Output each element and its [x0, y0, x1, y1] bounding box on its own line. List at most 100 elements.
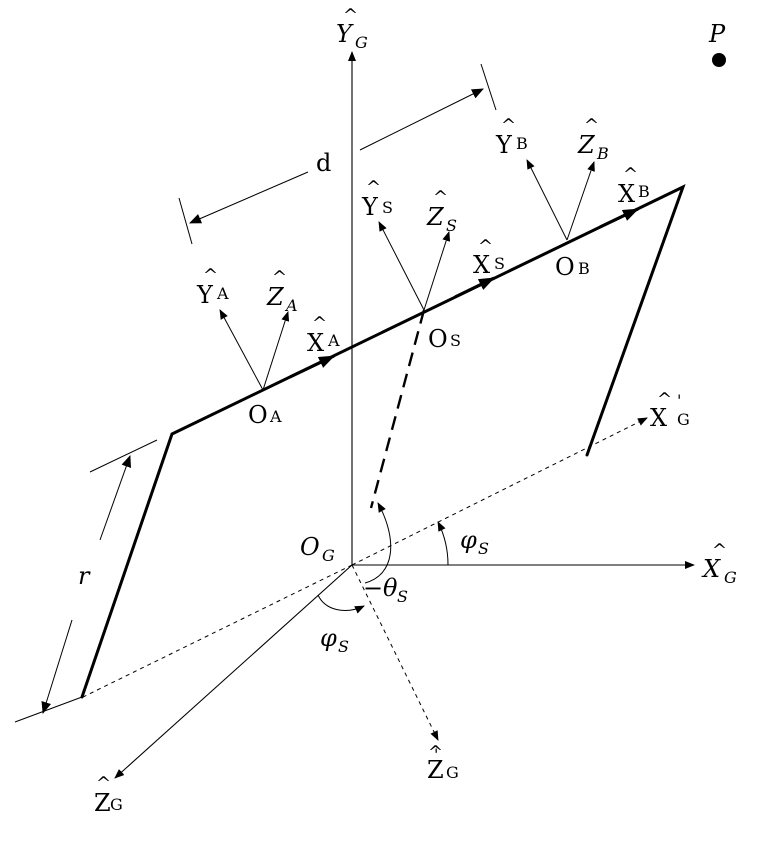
svg-text:': ': [434, 745, 438, 764]
frame-outline: [80, 184, 686, 699]
label-y-s: ^ Y S: [361, 177, 393, 221]
x-g-prime-axis: [351, 417, 648, 566]
svg-text:^: ^: [366, 177, 381, 198]
svg-text:A: A: [269, 407, 282, 426]
svg-text:^: ^: [428, 742, 443, 763]
phi-s-upper-arc: [437, 521, 449, 566]
x-g-prime-extension: [80, 564, 353, 699]
svg-text:^: ^: [478, 236, 493, 257]
svg-text:−: −: [363, 574, 383, 602]
svg-text:S: S: [382, 198, 393, 217]
svg-text:G: G: [322, 546, 335, 565]
label-z-g-prime: ^ Z ' G: [427, 742, 459, 784]
d-dim-left: [189, 171, 309, 224]
svg-text:^: ^: [584, 115, 599, 136]
theta-s-arc: [364, 502, 392, 584]
xa-arrow: [289, 354, 335, 379]
y-a-arrow: [219, 309, 264, 391]
svg-text:S: S: [338, 637, 349, 656]
z-b-arrow: [566, 161, 595, 241]
center-dashed-leg: [369, 309, 426, 509]
svg-text:S: S: [397, 587, 408, 606]
svg-text:Y: Y: [495, 131, 513, 159]
svg-text:Y: Y: [196, 281, 214, 309]
svg-text:^: ^: [96, 773, 111, 794]
z-g-axis: [114, 564, 353, 779]
svg-text:φ: φ: [460, 526, 477, 554]
label-z-b: ^ Z B: [577, 115, 609, 163]
z-s-arrow: [423, 231, 451, 311]
svg-text:X: X: [650, 404, 667, 432]
label-theta-s: − θ S: [363, 574, 408, 606]
svg-text:Z: Z: [94, 789, 111, 817]
label-x-a: ^ X A: [307, 313, 340, 357]
svg-text:^: ^: [272, 267, 287, 288]
svg-text:φ: φ: [320, 624, 337, 652]
svg-text:^: ^: [433, 187, 448, 208]
svg-text:O: O: [555, 253, 575, 281]
svg-text:^: ^: [657, 389, 672, 410]
label-o-a: O A: [248, 401, 282, 429]
z-a-arrow: [262, 311, 290, 391]
svg-text:O: O: [428, 325, 448, 353]
svg-text:S: S: [450, 331, 461, 350]
label-y-b: ^ Y B: [495, 115, 528, 159]
label-z-s: ^ Z S: [426, 187, 457, 235]
d-ext-left: [178, 197, 193, 245]
label-y-g: ^ Y G: [336, 5, 368, 52]
svg-text:B: B: [596, 144, 609, 163]
svg-text:Z: Z: [427, 756, 444, 784]
label-p: P: [708, 20, 726, 48]
label-o-b: O B: [555, 253, 590, 281]
r-ext-top: [89, 439, 158, 473]
svg-text:A: A: [216, 284, 229, 303]
label-d: d: [316, 149, 331, 177]
svg-text:O: O: [300, 533, 320, 561]
svg-text:Z: Z: [266, 283, 285, 311]
svg-text:^: ^: [501, 115, 516, 136]
svg-text:G: G: [677, 410, 690, 429]
y-s-arrow: [378, 221, 425, 311]
label-x-g-prime: ^ X ' G: [650, 389, 690, 432]
svg-text:G: G: [724, 568, 737, 587]
svg-text:S: S: [446, 216, 457, 235]
svg-text:B: B: [578, 259, 590, 278]
d-ext-right: [480, 63, 497, 111]
svg-text:X: X: [618, 180, 635, 208]
svg-text:^: ^: [623, 164, 638, 185]
svg-text:^: ^: [343, 5, 358, 26]
d-dim-right: [359, 88, 484, 151]
svg-text:d: d: [316, 149, 331, 177]
svg-text:Y: Y: [361, 193, 379, 221]
svg-text:B: B: [638, 182, 650, 201]
svg-text:A: A: [284, 296, 298, 315]
svg-text:A: A: [327, 331, 340, 350]
svg-text:B: B: [516, 134, 528, 153]
label-x-b: ^ X B: [618, 164, 650, 208]
r-dim-bottom: [41, 619, 73, 714]
label-o-s: O S: [428, 325, 461, 353]
svg-text:^: ^: [712, 540, 727, 561]
label-phi-s-lower: φ S: [320, 624, 349, 656]
svg-text:r: r: [78, 562, 91, 590]
label-x-s: ^ X S: [473, 236, 505, 279]
svg-text:θ: θ: [383, 574, 398, 602]
svg-text:^: ^: [312, 313, 327, 334]
svg-text:X: X: [307, 329, 324, 357]
svg-text:Z: Z: [426, 203, 445, 231]
label-y-a: ^ Y A: [196, 265, 229, 309]
svg-text:X: X: [473, 251, 490, 279]
svg-text:G: G: [446, 763, 459, 782]
phi-s-lower-arc: [317, 594, 365, 614]
label-phi-s-upper: φ S: [460, 526, 489, 558]
svg-text:G: G: [110, 795, 123, 814]
point-p: [712, 53, 726, 67]
xs-arrow: [454, 276, 495, 299]
svg-text:O: O: [248, 401, 268, 429]
svg-text:Y: Y: [336, 20, 354, 48]
r-dim-top: [99, 455, 132, 541]
label-z-g: ^ Z G: [94, 773, 123, 817]
xb-arrow: [599, 207, 639, 229]
svg-text:S: S: [478, 539, 489, 558]
